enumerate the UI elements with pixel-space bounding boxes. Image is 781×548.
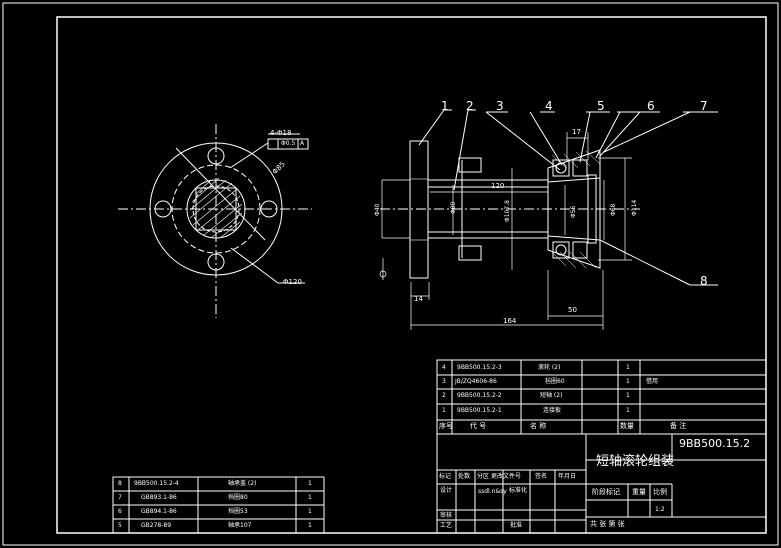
pl-row1-no: 1	[442, 407, 446, 414]
pl-row4-no: 4	[442, 364, 446, 371]
dim-120: 120	[491, 182, 505, 190]
drawing-code: 9BB500.15.2	[679, 437, 751, 450]
dim-dia-68: Φ68	[610, 203, 617, 216]
lpl-row8-code: 9BB500.15.2-4	[134, 480, 179, 487]
dim-50: 50	[568, 306, 577, 314]
dim-dia-40: Φ40	[374, 203, 381, 216]
dim-164: 164	[503, 317, 517, 325]
pl-header-code: 代 号	[470, 422, 487, 430]
lpl-row6-name: 挡圈53	[228, 508, 248, 515]
tb-designer: 设计	[440, 487, 453, 494]
tb-weight-label: 重量	[632, 488, 646, 496]
dim-dia-114: Φ114	[631, 199, 638, 216]
balloon-4: 4	[545, 99, 553, 113]
tb-sheets: 共 张 第 张	[590, 520, 625, 528]
balloon-8: 8	[700, 274, 708, 288]
balloon-6: 6	[647, 99, 655, 113]
tb-row1-c1: 标记	[439, 473, 452, 480]
lpl-row5-qty: 1	[308, 522, 312, 529]
pl-row4-qty: 1	[626, 364, 630, 371]
dim-17: 17	[572, 128, 581, 136]
tolerance-datum: A	[300, 140, 305, 147]
tb-row1-c4: 更改文件号	[491, 473, 522, 480]
balloon-1: 1	[441, 99, 449, 113]
pl-header-qty: 数量	[620, 422, 634, 430]
pl-row2-no: 2	[442, 392, 446, 399]
tb-scale-value: 1:2	[655, 506, 665, 513]
balloon-2: 2	[466, 99, 474, 113]
pl-header-note: 备 注	[670, 422, 687, 430]
balloon-5: 5	[597, 99, 605, 113]
flange-front-view	[118, 124, 312, 318]
pl-row2-name: 短轴 (2)	[540, 392, 563, 399]
tb-row1-c2: 处数	[458, 473, 471, 480]
tb-process: 工艺	[440, 522, 453, 529]
tb-approve: 批准	[510, 522, 523, 529]
pl-row1-name: 连接板	[543, 407, 562, 414]
dim-dia-80: Φ80	[450, 201, 457, 214]
lpl-row7-no: 7	[118, 494, 122, 501]
pl-row1-code: 9BB500.15.2-1	[457, 407, 502, 414]
drawing-title: 短轴滚轮组装	[596, 454, 675, 469]
pl-header-name: 名 称	[530, 422, 547, 430]
balloon-7: 7	[700, 99, 708, 113]
lpl-row6-code: GB894.1-86	[141, 508, 177, 515]
pl-row2-qty: 1	[626, 392, 630, 399]
pl-header-no: 序号	[439, 422, 453, 430]
tb-row1-c6: 年月日	[558, 473, 577, 480]
parts-list-left-table	[112, 476, 325, 534]
tb-std-sig: ssdl.n&sy	[478, 488, 507, 495]
hole-note: 4-Φ18	[270, 129, 292, 137]
title-block	[436, 433, 767, 534]
tb-std: 标准化	[509, 487, 528, 494]
tolerance-value: Φ0.5	[281, 140, 296, 147]
tb-scale-label: 比例	[653, 488, 667, 496]
dim-outer: Φ120	[283, 278, 302, 286]
lpl-row6-qty: 1	[308, 508, 312, 515]
inner-border	[56, 16, 767, 534]
tb-row1-c5: 签名	[535, 473, 548, 480]
tb-row1-c3: 分区	[477, 473, 490, 480]
lpl-row5-code: GB278-89	[141, 522, 172, 529]
lpl-row7-qty: 1	[308, 494, 312, 501]
lpl-row7-code: GB893.1-86	[141, 494, 177, 501]
lpl-row8-qty: 1	[308, 480, 312, 487]
pl-row3-name: 毡圈60	[545, 378, 565, 385]
lpl-row6-no: 6	[118, 508, 122, 515]
lpl-row5-no: 5	[118, 522, 122, 529]
tb-stage-label: 阶段标记	[592, 488, 620, 496]
pl-row3-qty: 1	[626, 378, 630, 385]
lpl-row8-no: 8	[118, 480, 122, 487]
dim-14: 14	[414, 295, 423, 303]
tb-review: 审核	[440, 512, 453, 519]
assembly-section-view	[379, 109, 718, 330]
lpl-row8-name: 轴承盖 (2)	[228, 480, 257, 487]
pl-row3-code: JB/ZQ4606-86	[455, 378, 497, 385]
dim-dia-56: Φ56	[570, 205, 577, 218]
pl-row3-note: 借用	[646, 378, 659, 385]
pl-row1-qty: 1	[626, 407, 630, 414]
lpl-row5-name: 轴承107	[228, 522, 252, 529]
pl-row4-code: 9BB500.15.2-3	[457, 364, 502, 371]
pl-row2-code: 9BB500.15.2-2	[457, 392, 502, 399]
lpl-row7-name: 挡圈80	[228, 494, 248, 501]
pl-row4-name: 滚轮 (2)	[538, 364, 561, 371]
balloon-3: 3	[496, 99, 504, 113]
dim-dia-107: Φ107.8	[504, 200, 511, 222]
pl-row3-no: 3	[442, 378, 446, 385]
